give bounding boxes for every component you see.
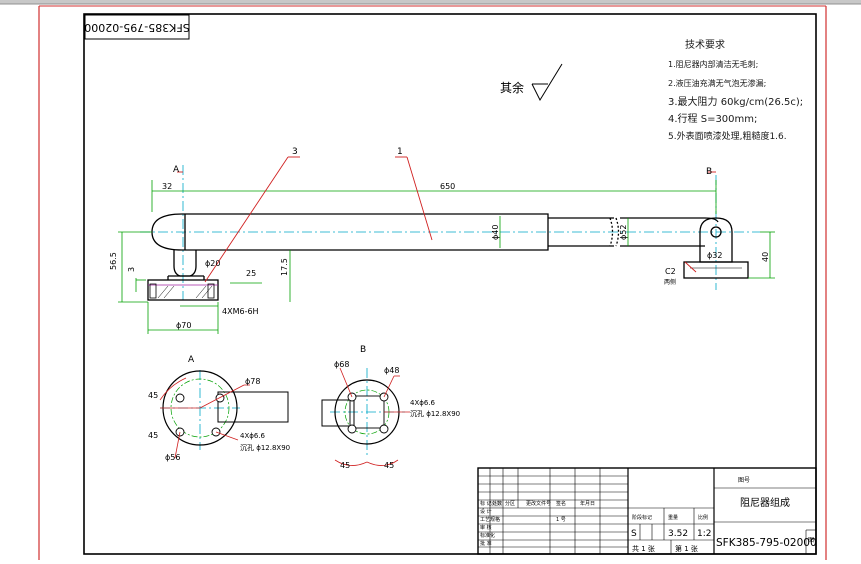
sheet-border bbox=[38, 5, 827, 560]
tb-scale-value: 1:2 bbox=[697, 529, 711, 539]
view-b-label: B bbox=[360, 345, 366, 355]
tb-count: 处数 bbox=[492, 500, 502, 507]
dim-d40: ϕ40 bbox=[491, 225, 500, 240]
balloon-3: 3 bbox=[292, 147, 298, 157]
thread-callout: 4XM6-6H bbox=[222, 307, 259, 316]
tb-stage-label: 阶段标记 bbox=[632, 514, 652, 521]
balloon-1: 1 bbox=[397, 147, 403, 157]
tb-code-label: 图号 bbox=[738, 477, 750, 484]
tb-sheets: 共 1 张 bbox=[632, 544, 655, 553]
tb-check: 审 核 bbox=[480, 524, 492, 531]
tb-zone: 分区 bbox=[505, 500, 515, 507]
a-holes-callout: 4Xϕ6.6 bbox=[240, 432, 266, 440]
tb-process: 工艺规格 bbox=[480, 516, 500, 523]
drawing-number-bottom: SFK385-795-02000 bbox=[716, 537, 817, 549]
dim-3: 3 bbox=[127, 267, 136, 272]
a-counterbore-callout: 沉孔 ϕ12.8X90 bbox=[240, 444, 290, 452]
dim-b-45-left: 45 bbox=[340, 461, 350, 470]
tb-approve: 批 准 bbox=[480, 540, 492, 547]
dimension-lines bbox=[118, 180, 775, 334]
dim-b-45-right: 45 bbox=[384, 461, 394, 470]
drawing-number-top: SFK385-795-02000 bbox=[84, 14, 190, 40]
dim-d20: ϕ20 bbox=[205, 259, 220, 268]
dim-32: 32 bbox=[162, 182, 172, 191]
tb-weight-label: 重量 bbox=[668, 514, 678, 521]
dim-b-48: ϕ48 bbox=[384, 366, 399, 375]
chamfer-sides: 两侧 bbox=[664, 278, 676, 286]
tb-drawn: 设 计 bbox=[480, 508, 492, 515]
svg-text:SFK385-795-02000: SFK385-795-02000 bbox=[84, 21, 189, 34]
dim-a-56: ϕ56 bbox=[165, 453, 180, 462]
tb-doc: 更改文件号 bbox=[526, 500, 551, 507]
dim-a-45-bottom: 45 bbox=[148, 431, 158, 440]
tb-std: 标准化 bbox=[480, 532, 495, 539]
tech-req-item-3: 3.最大阻力 60kg/cm(26.5c); bbox=[668, 95, 803, 108]
tech-req-item-4: 4.行程 S=300mm; bbox=[668, 112, 757, 125]
section-b-marker: B bbox=[706, 167, 712, 177]
title-block bbox=[477, 467, 817, 555]
damper-assembly bbox=[147, 213, 749, 301]
tb-corner: 图 bbox=[808, 537, 814, 544]
dim-17-5: 17.5 bbox=[280, 258, 289, 276]
tb-date: 年月日 bbox=[580, 500, 595, 507]
main-view-labels: 3 1 A B 32 650 ϕ40 ϕ52 ϕ32 ϕ20 25 17.5 5… bbox=[109, 147, 770, 330]
tech-req-title: 技术要求 bbox=[685, 38, 725, 51]
view-b: B ϕ68 ϕ48 4Xϕ6.6 沉孔 ϕ12.8X90 45 45 bbox=[321, 345, 460, 470]
tb-sign: 签名 bbox=[556, 500, 566, 507]
dim-a-45-top: 45 bbox=[148, 391, 158, 400]
dim-d32-right: ϕ32 bbox=[707, 251, 722, 260]
b-counterbore-callout: 沉孔 ϕ12.8X90 bbox=[410, 410, 460, 418]
roughness-symbol: 其余 bbox=[500, 63, 563, 102]
leader-lines bbox=[177, 156, 716, 283]
tb-scale-label: 比例 bbox=[698, 514, 708, 521]
tb-mark: 标 记 bbox=[480, 500, 492, 507]
tb-sheet-no: 第 1 张 bbox=[675, 544, 698, 553]
flange-hatching bbox=[157, 285, 213, 299]
section-a-marker: A bbox=[173, 165, 180, 175]
tech-req-item-2: 2.液压油充满无气泡无渗漏; bbox=[668, 78, 766, 88]
view-a-label: A bbox=[188, 355, 195, 365]
dim-650: 650 bbox=[440, 182, 455, 191]
chamfer-c2: C2 bbox=[665, 267, 676, 276]
tb-weight-value: 3.52 bbox=[668, 529, 688, 539]
part-name: 阻尼器组成 bbox=[740, 496, 790, 509]
title-block-text: 标 记 处数 分区 更改文件号 签名 年月日 设 计 工艺规格 审 核 标准化 … bbox=[480, 477, 817, 553]
dim-d70: ϕ70 bbox=[176, 321, 191, 330]
tech-req-item-1: 1.阻尼器内部清洁无毛刺; bbox=[668, 59, 758, 69]
dim-40-right: 40 bbox=[761, 252, 770, 262]
technical-requirements: 技术要求 1.阻尼器内部清洁无毛刺; 2.液压油充满无气泡无渗漏; 3.最大阻力… bbox=[668, 38, 803, 142]
dim-d52: ϕ52 bbox=[619, 225, 628, 240]
tb-stage-value: S bbox=[631, 529, 637, 539]
dim-b-68: ϕ68 bbox=[334, 360, 349, 369]
dim-a-78: ϕ78 bbox=[245, 377, 260, 386]
dim-25: 25 bbox=[246, 269, 256, 278]
window-top-strip bbox=[0, 0, 861, 4]
view-a: A ϕ78 45 45 ϕ56 4Xϕ6.6 沉孔 ϕ12.8X90 bbox=[148, 355, 290, 462]
tech-req-item-5: 5.外表面喷漆处理,粗糙度1.6. bbox=[668, 130, 787, 142]
dim-56-5: 56.5 bbox=[109, 252, 118, 270]
tb-material: 1 号 bbox=[556, 517, 566, 523]
svg-text:其余: 其余 bbox=[500, 80, 524, 95]
b-holes-callout: 4Xϕ6.6 bbox=[410, 399, 436, 407]
